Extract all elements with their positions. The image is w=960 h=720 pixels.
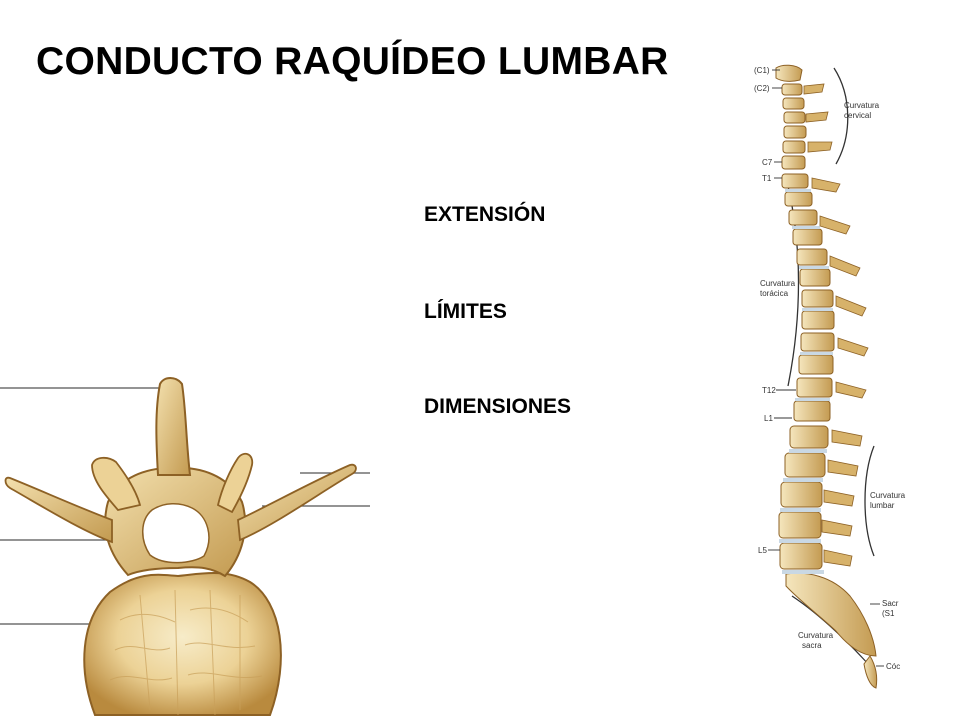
- label-thoracic-2: torácica: [760, 289, 789, 298]
- vertebral-body-shape: [83, 572, 282, 716]
- lumbar-vertebra-illustration: [0, 377, 370, 716]
- transverse-process-left: [4, 476, 113, 544]
- bracket-thoracic: [787, 185, 800, 387]
- topic-extension: EXTENSIÓN: [424, 203, 546, 226]
- label-sacrum-2: (S1: [882, 609, 895, 618]
- label-cervical-2: cervical: [844, 111, 871, 120]
- vertebral-canal-foramen: [142, 503, 210, 564]
- label-lumbar-1: Curvatura: [870, 491, 906, 500]
- spine-posterior-processes: [803, 83, 869, 567]
- slide-title: CONDUCTO RAQUÍDEO LUMBAR: [36, 40, 669, 83]
- label-sacral-1: Curvatura: [798, 631, 834, 640]
- label-lumbar-2: lumbar: [870, 501, 895, 510]
- superior-articular-process-right: [216, 452, 254, 514]
- spinous-process: [155, 377, 192, 476]
- bracket-cervical: [833, 67, 849, 165]
- transverse-process-right: [237, 463, 357, 542]
- spine-label-ticks: [768, 69, 884, 667]
- topic-dimensions: DIMENSIONES: [424, 395, 572, 418]
- label-c1: (C1): [754, 66, 770, 75]
- label-coccyx: Cóc: [886, 662, 900, 671]
- label-c7: C7: [762, 158, 773, 167]
- label-l1: L1: [764, 414, 773, 423]
- label-t1: T1: [762, 174, 772, 183]
- label-t12: T12: [762, 386, 776, 395]
- spine-discs: [779, 189, 833, 574]
- label-sacral-2: sacra: [802, 641, 822, 650]
- spine-vertebrae: [775, 64, 878, 689]
- bracket-lumbar: [864, 445, 875, 557]
- label-cervical-1: Curvatura: [844, 101, 880, 110]
- superior-articular-process-left: [91, 456, 142, 511]
- spine-lateral-illustration: (C1) (C2) Curvatura cervical C7 T1 Curva…: [752, 56, 906, 720]
- label-sacrum-1: Sacr: [882, 599, 899, 608]
- topic-limits: LÍMITES: [424, 300, 507, 323]
- vertebral-body-texture: [109, 589, 263, 716]
- label-c2: (C2): [754, 84, 770, 93]
- label-thoracic-1: Curvatura: [760, 279, 796, 288]
- spine-labels: (C1) (C2) Curvatura cervical C7 T1 Curva…: [754, 66, 906, 671]
- label-l5: L5: [758, 546, 767, 555]
